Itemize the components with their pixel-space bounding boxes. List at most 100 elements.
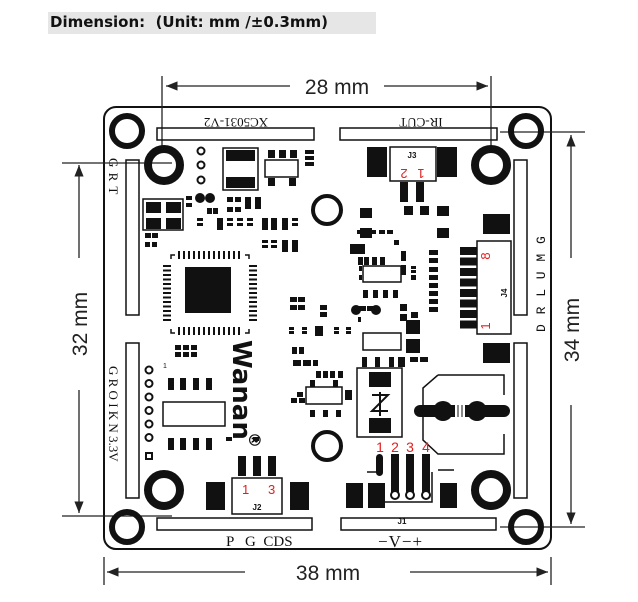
ic-pin [183,327,185,335]
smd-pad [380,257,385,265]
ic-pin [249,305,257,308]
smd-pad [429,307,438,312]
ic-pin [249,301,257,303]
j3-pin-last: 2 [400,166,407,181]
smd-pad [271,240,277,243]
j3-pin-first: 1 [417,166,424,181]
ic-pin [213,251,215,259]
smd-pad [323,371,328,378]
ircut-footprint [414,374,510,455]
smd-pad [330,371,335,378]
ic-pin [238,327,240,335]
corner-hole-top-right [508,113,544,149]
ic-pin [249,287,257,290]
ic-pin [223,251,225,259]
smd-pad [360,208,372,218]
smd-pad-round [195,193,205,203]
label-right-pins: D R L U M G [534,235,549,332]
j4-pad [460,278,477,287]
edge-slots [125,127,528,531]
ic-pin [163,319,171,321]
smd-pad [289,327,294,330]
smd-pad [237,218,243,221]
tvs-diode [356,367,403,438]
via-hole-bottom [311,430,343,462]
j1-pin-trace [422,454,430,494]
ic-pin [249,274,257,276]
smd-pad [303,360,311,366]
j2-pin-first: 1 [242,482,249,497]
smd-pad [291,398,297,403]
page-title: Dimension: (Unit: mm /±0.3mm) [50,13,329,31]
smd-pad [292,240,298,252]
ic-pin [238,251,240,259]
smd-pad [316,371,321,378]
smd-pad [305,162,314,166]
ic-pin [163,287,171,290]
smd-pad [186,203,192,207]
ic-pin [233,327,235,335]
slot-top-right [339,127,498,141]
smd-pad [336,410,341,417]
smd-pad [197,223,203,226]
j4-label: J4 [500,288,509,297]
smd-pad [358,306,366,311]
smd-pads [145,150,510,450]
smd-pad-round [351,305,361,315]
header-pin [144,419,154,429]
smd-pad [227,197,233,202]
smd-pad [235,197,241,202]
label-left-lower-pins: G R O I K N 3.3V [106,366,121,462]
smd-pad [227,223,233,226]
ic-pin [213,327,215,335]
j4-pad [460,247,477,255]
smd-pad [235,207,241,212]
smd-pad [298,297,305,302]
j4-pin-last: 8 [478,252,493,259]
title-background [48,12,376,34]
ic-pin [178,327,180,335]
ic-pin [228,327,230,335]
smd-pad [292,223,298,226]
smd-pad [346,327,351,330]
ic-pin [178,251,180,259]
smd-pad [193,438,199,450]
smd-pad [206,438,212,450]
smd-pad [237,223,243,226]
smd-pad [247,218,253,221]
connector-j3: J3 1 2 [367,146,457,202]
inner-hole-bottom-right [471,470,511,510]
smd-pad [226,437,232,441]
smd-pad [180,378,186,390]
corner-hole-bottom-right [508,509,544,545]
smd-pad [152,233,158,238]
smd-pad [429,250,438,255]
smd-pad [262,240,268,243]
smd-pad [334,331,339,334]
smd-pad [410,357,418,362]
smd-pad [346,331,351,334]
smd-pad [429,283,438,288]
smd-pad [290,150,297,158]
smd-pad [183,352,189,357]
label-top-left: XC5031-V2 [204,115,268,130]
smd-pad [262,245,268,248]
ic-pin [183,251,185,259]
connector-j4: 8 1 J4 [460,214,512,363]
smd-pad [404,206,413,215]
smd-pad [398,357,405,367]
smd-pad [400,304,407,311]
ic-pin [193,251,195,259]
smd-pad [372,257,377,265]
smd-pad [145,242,150,247]
header-pin [144,433,154,442]
ic-pin [203,327,205,335]
ic-pin [163,269,171,272]
j1-pin-4: 4 [422,439,430,455]
smd-pad [393,290,398,298]
smd-pad [183,345,189,350]
smd-pad [293,360,301,366]
smd-pad [411,312,418,318]
ic-pin [203,251,205,259]
smd-pad [175,352,181,357]
